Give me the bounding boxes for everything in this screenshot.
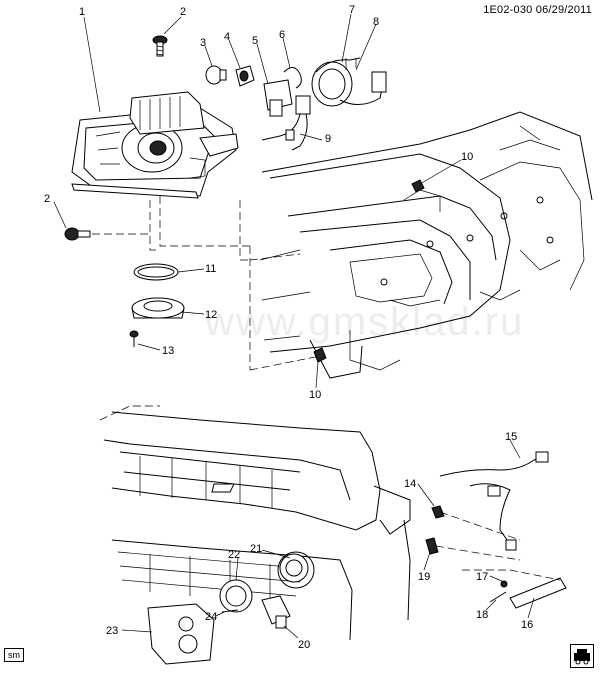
clip-14: [431, 505, 445, 519]
callout-2-left: 2: [44, 193, 50, 205]
front-fascia: [103, 411, 411, 641]
vehicle-front-structure: [249, 111, 593, 379]
callout-23: 23: [106, 625, 118, 637]
diagram-code: 1E02-030 06/29/2011: [483, 4, 592, 16]
callout-17: 17: [476, 571, 488, 583]
callout-numbers: 1 2 2 3 4 5 6 7 8 9 10 10 11 12 13 14 15…: [44, 4, 533, 651]
clip-10-lower: [313, 347, 327, 363]
callout-5: 5: [252, 35, 258, 47]
callout-19: 19: [418, 571, 430, 583]
leader-lines: [53, 13, 535, 639]
callout-2-top: 2: [180, 6, 186, 18]
callout-20: 20: [298, 639, 310, 651]
callout-9: 9: [325, 133, 331, 145]
side-marker-16: [509, 577, 567, 609]
callout-10-upper: 10: [461, 151, 473, 163]
lead-18: [489, 591, 507, 603]
clip-10-upper: [411, 179, 425, 193]
callout-8: 8: [373, 16, 379, 28]
callout-12: 12: [205, 309, 217, 321]
harness-7-8: [311, 57, 387, 107]
callout-4: 4: [224, 31, 230, 43]
callout-3: 3: [200, 37, 206, 49]
wire-6: [283, 67, 302, 89]
holder-9: [261, 95, 311, 151]
callout-15: 15: [505, 431, 517, 443]
callout-16: 16: [521, 619, 533, 631]
callout-24: 24: [205, 611, 217, 623]
bulb-3: [205, 65, 227, 85]
callout-6: 6: [279, 29, 285, 41]
bulb-5: [263, 79, 293, 117]
clip-19: [425, 537, 439, 555]
seal-11: [133, 263, 179, 281]
callout-11: 11: [205, 263, 216, 275]
bolt-2-top: [152, 35, 168, 57]
socket-4: [235, 65, 255, 87]
callout-21: 21: [250, 543, 262, 555]
fog-bezel-23: [147, 603, 215, 665]
assembly-dashline: [149, 196, 251, 370]
fog-lamp-22: [219, 579, 253, 613]
sm-badge: sm: [4, 648, 24, 662]
bolt-2-left: [64, 227, 91, 241]
callout-13: 13: [162, 345, 174, 357]
headlamp-assembly: [71, 91, 239, 199]
clip-17: [500, 580, 508, 588]
fog-bulb-20: [261, 595, 291, 629]
fog-ring-21: [279, 553, 309, 583]
callout-1: 1: [79, 6, 85, 18]
screw-13: [129, 330, 139, 347]
callout-14: 14: [404, 478, 416, 490]
callout-10-lower: 10: [309, 389, 321, 401]
callout-22: 22: [228, 549, 240, 561]
callout-18: 18: [476, 609, 488, 621]
watermark: www.gmsklad.ru: [205, 300, 525, 344]
screw-24: [221, 609, 239, 613]
harness-15: [439, 451, 549, 551]
housing-12: [131, 297, 185, 319]
callout-7: 7: [349, 4, 355, 16]
vehicle-icon: [570, 644, 594, 668]
